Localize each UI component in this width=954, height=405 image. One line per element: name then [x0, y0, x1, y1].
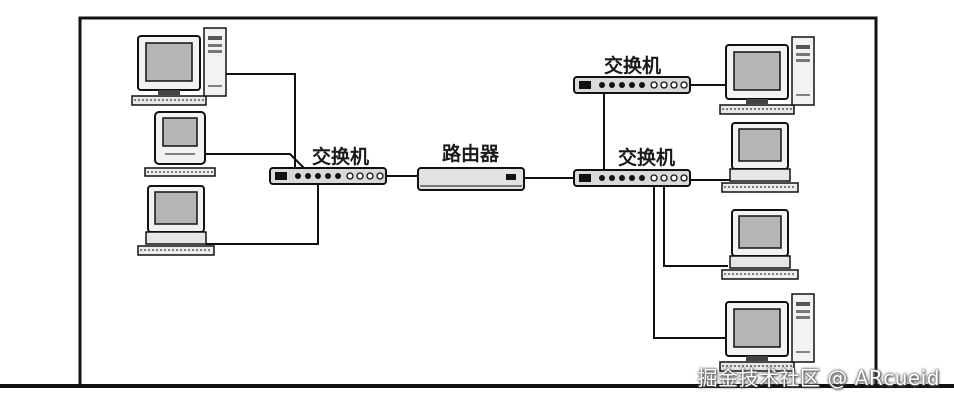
- building-outline: [78, 16, 878, 386]
- watermark-text: 掘金技术社区 @ ARcueid: [697, 366, 940, 390]
- computer-right-2: [721, 122, 799, 193]
- computer-left-2: [144, 111, 216, 177]
- cable-pc3-switch: [205, 182, 319, 245]
- cable-switch-pc6: [663, 186, 728, 267]
- switch-left: [269, 167, 387, 185]
- cable-switch-pc7: [653, 186, 726, 339]
- switch-right-top-label: 交换机: [604, 54, 661, 77]
- switch-right-bottom-label: 交换机: [618, 146, 675, 169]
- cable-pc1-switch: [216, 73, 296, 168]
- router-label: 路由器: [442, 142, 500, 165]
- computer-left-3: [137, 185, 215, 256]
- computer-right-4: [719, 293, 815, 372]
- cable-pc2-switch: [205, 153, 305, 169]
- computer-right-1: [719, 36, 815, 115]
- switch-right-top: [573, 76, 691, 94]
- switch-left-label: 交换机: [312, 145, 369, 168]
- router: [417, 167, 525, 191]
- computer-right-3: [721, 209, 799, 280]
- computer-left-1: [131, 27, 227, 106]
- switch-right-bottom: [573, 169, 691, 187]
